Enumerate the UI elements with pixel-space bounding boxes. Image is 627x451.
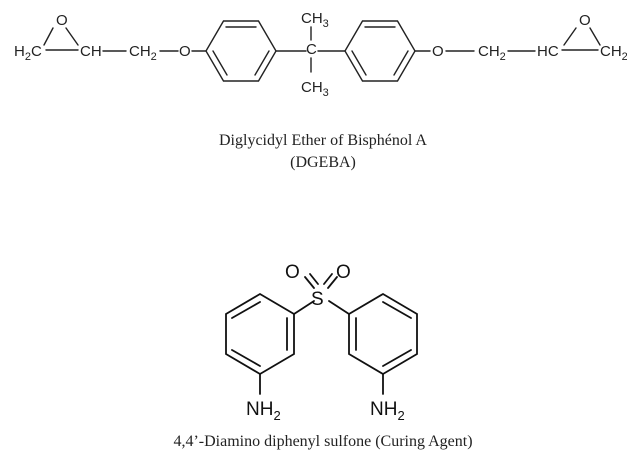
dds-ring-left-double-c bbox=[231, 301, 261, 319]
benzene-ring-right bbox=[344, 20, 416, 82]
bond-s-o-left-a bbox=[304, 276, 315, 289]
ch2-group-right: CH2 bbox=[478, 43, 506, 63]
hc-group: HC bbox=[537, 43, 559, 60]
dgeba-caption-name: Diglycidyl Ether of Bisphénol A bbox=[219, 132, 427, 149]
amine-group-right: NH2 bbox=[370, 399, 405, 423]
ring-right-double-left bbox=[351, 50, 367, 76]
methyl-bottom: CH3 bbox=[301, 79, 329, 99]
bond-s-o-right-a bbox=[327, 276, 338, 289]
dds-structure: O O S NH2 NH2 4 bbox=[173, 262, 472, 450]
bond-s-o-right-b bbox=[323, 273, 333, 285]
benzene-ring-left bbox=[205, 20, 277, 82]
ether-oxygen-right: O bbox=[432, 43, 444, 60]
h2c-group: H2C bbox=[14, 43, 42, 63]
dds-benzene-ring-left bbox=[225, 292, 295, 376]
central-carbon: C bbox=[306, 41, 317, 58]
dds-ring-right-double-b bbox=[382, 349, 412, 367]
bond-s-ring-right bbox=[328, 300, 350, 315]
ring-right-outline bbox=[344, 20, 416, 82]
dgeba-caption-abbrev: (DGEBA) bbox=[290, 154, 356, 171]
bond-o-ch2-end bbox=[589, 27, 601, 46]
amine-group-left: NH2 bbox=[246, 399, 281, 423]
bond-o-ch bbox=[65, 27, 79, 46]
ring-right-double-right bbox=[393, 50, 409, 76]
dds-caption: 4,4’-Diamino diphenyl sulfone (Curing Ag… bbox=[173, 433, 472, 450]
bond-s-ring-left bbox=[293, 300, 315, 315]
ring-left-outline bbox=[205, 20, 277, 82]
dds-ring-right-outline bbox=[348, 292, 418, 376]
ch2-end-group: CH2 bbox=[600, 43, 627, 63]
bond-o-h2c bbox=[43, 27, 54, 46]
sulfone-oxygen-left: O bbox=[285, 262, 300, 283]
sulfur-atom: S bbox=[311, 289, 324, 310]
left-epoxide-ring: O bbox=[43, 12, 79, 51]
dds-ring-right-double-c bbox=[382, 301, 412, 319]
ring-left-double-left bbox=[212, 50, 228, 76]
dds-ring-left-outline bbox=[225, 292, 295, 376]
ether-oxygen-left: O bbox=[179, 43, 191, 60]
right-epoxide-ring: O bbox=[561, 12, 601, 51]
dds-benzene-ring-right bbox=[348, 292, 418, 376]
bond-hc-o bbox=[563, 27, 577, 46]
dds-ring-left-double-b bbox=[231, 349, 261, 367]
bond-s-o-left-b bbox=[309, 273, 319, 285]
dgeba-structure: O H2C CH CH2 O CH3 C bbox=[14, 10, 627, 171]
ch-group: CH bbox=[80, 43, 102, 60]
sulfone-oxygen-right: O bbox=[336, 262, 351, 283]
epoxide-oxygen-right: O bbox=[579, 12, 591, 29]
methyl-top: CH3 bbox=[301, 10, 329, 30]
ring-left-double-right bbox=[254, 50, 270, 76]
ch2-group-left: CH2 bbox=[129, 43, 157, 63]
epoxide-oxygen-left: O bbox=[56, 12, 68, 29]
